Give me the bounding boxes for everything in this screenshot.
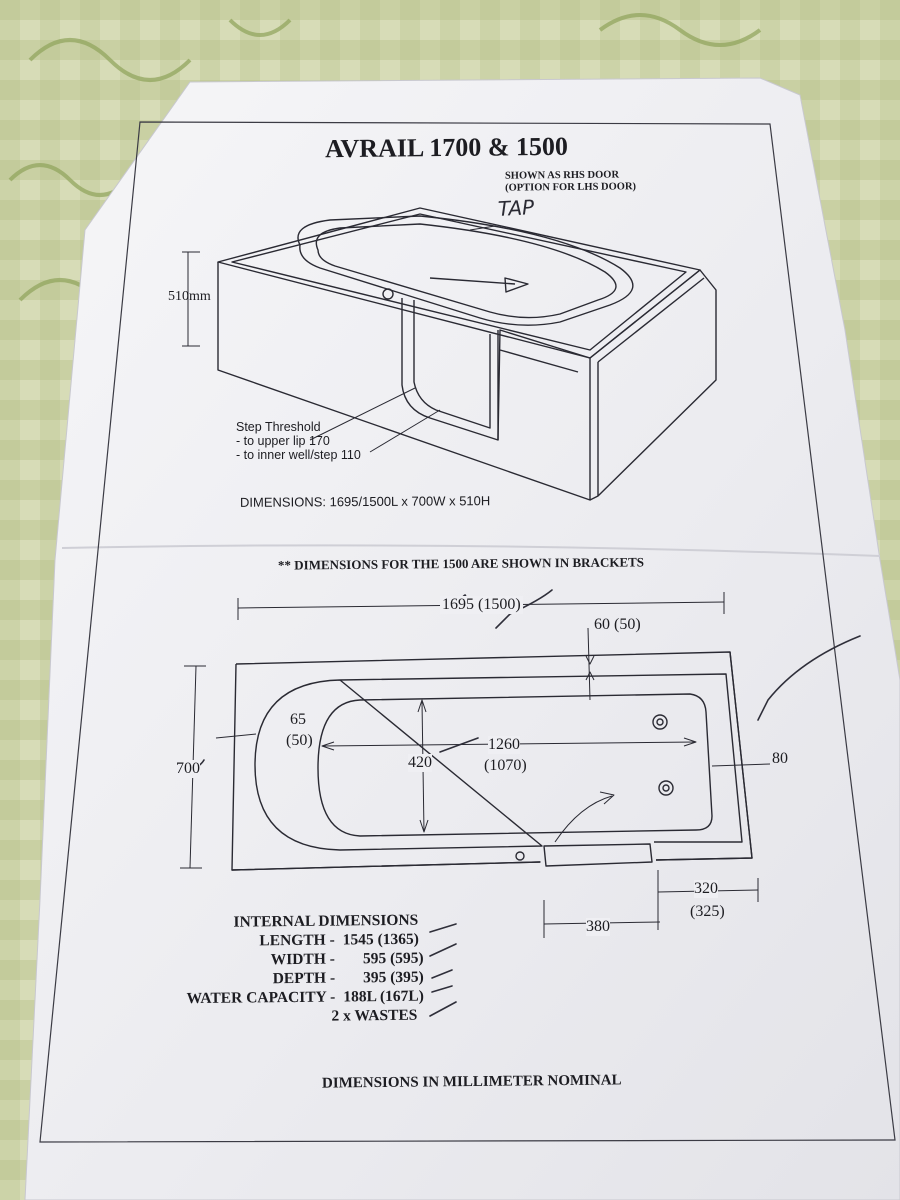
label-door-offset-b: (325) — [690, 903, 725, 920]
internal-row-value: 595 (595) — [362, 949, 424, 968]
internal-row-value: 1545 (1365) — [342, 930, 419, 949]
door-note-line2: (OPTION FOR LHS DOOR) — [505, 181, 637, 194]
paper-fold-line — [61, 544, 881, 557]
step-threshold-line1: - to upper lip 170 — [236, 434, 330, 448]
label-rim-right: 80 — [772, 750, 788, 767]
label-door-width: 380 — [586, 918, 610, 936]
label-width-overall: 700 — [176, 760, 200, 778]
label-rim-left-b: (50) — [286, 732, 313, 749]
page-border — [39, 121, 896, 1143]
label-door-offset-a: 320 — [694, 880, 718, 898]
internal-row-label: DEPTH - — [272, 969, 336, 988]
step-threshold-heading: Step Threshold — [236, 420, 321, 434]
isometric-bath-drawing — [182, 207, 717, 501]
document-title: AVRAIL 1700 & 1500 — [324, 131, 569, 164]
handwritten-tap-label: TAP — [497, 195, 535, 221]
step-threshold-line2: - to inner well/step 110 — [236, 448, 361, 462]
internal-row-value: 395 (395) — [363, 968, 424, 987]
label-inner-length-a: 1260 — [488, 736, 520, 754]
label-inner-width: 420 — [408, 754, 432, 772]
label-rim-left-a: 65 — [290, 711, 306, 728]
internal-row-label: LENGTH - — [259, 931, 335, 950]
internal-wastes: 2 x WASTES — [331, 1006, 418, 1025]
internal-dimensions-heading: INTERNAL DIMENSIONS — [233, 911, 419, 931]
internal-row-label: WIDTH - — [270, 950, 335, 969]
overall-dimensions: DIMENSIONS: 1695/1500L x 700W x 510H — [239, 493, 491, 510]
internal-row-value: 188L (167L) — [343, 987, 424, 1006]
plan-view-drawing — [180, 592, 771, 938]
label-rim-top: 60 (50) — [594, 616, 641, 633]
door-option-note: SHOWN AS RHS DOOR (OPTION FOR LHS DOOR) — [505, 169, 636, 194]
internal-dimensions-block: INTERNAL DIMENSIONS LENGTH - 1545 (1365)… — [164, 911, 424, 1028]
footer-note: DIMENSIONS IN MILLIMETER NOMINAL — [321, 1072, 622, 1092]
label-inner-length-b: (1070) — [484, 757, 527, 774]
internal-row-label: WATER CAPACITY - — [186, 988, 336, 1008]
label-length-overall: 1695 (1500) — [440, 596, 523, 614]
brackets-note: ** DIMENSIONS FOR THE 1500 ARE SHOWN IN … — [277, 554, 645, 573]
paper-shape — [24, 77, 900, 1200]
step-threshold-note: Step Threshold - to upper lip 170 - to i… — [236, 420, 361, 462]
height-label: 510mm — [168, 289, 211, 304]
